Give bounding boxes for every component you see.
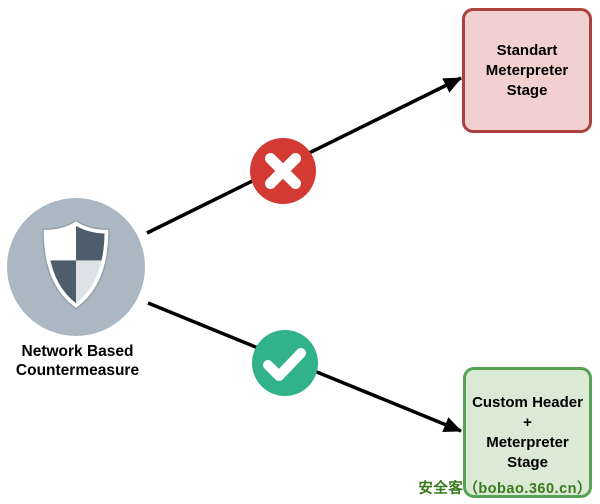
shield-icon [42,221,110,310]
source-label: Network Based Countermeasure [15,343,140,379]
node-standard-label: Standart Meterpreter Stage [485,41,569,99]
x-icon-cross [265,153,301,189]
node-custom-label: Custom Header + Meterpreter Stage [472,393,583,471]
node-custom-header-stage[interactable]: Custom Header + Meterpreter Stage [463,367,592,498]
check-icon [252,330,318,396]
shield-white-ring [43,221,109,308]
network-countermeasure-node[interactable] [7,198,145,336]
node-standard-meterpreter-stage[interactable]: Standart Meterpreter Stage [462,8,592,133]
watermark: 安全客（bobao.360.cn） [418,481,592,497]
x-icon [250,138,316,204]
allowed-badge [252,330,318,396]
blocked-badge [250,138,316,204]
check-icon-mark [263,348,306,381]
